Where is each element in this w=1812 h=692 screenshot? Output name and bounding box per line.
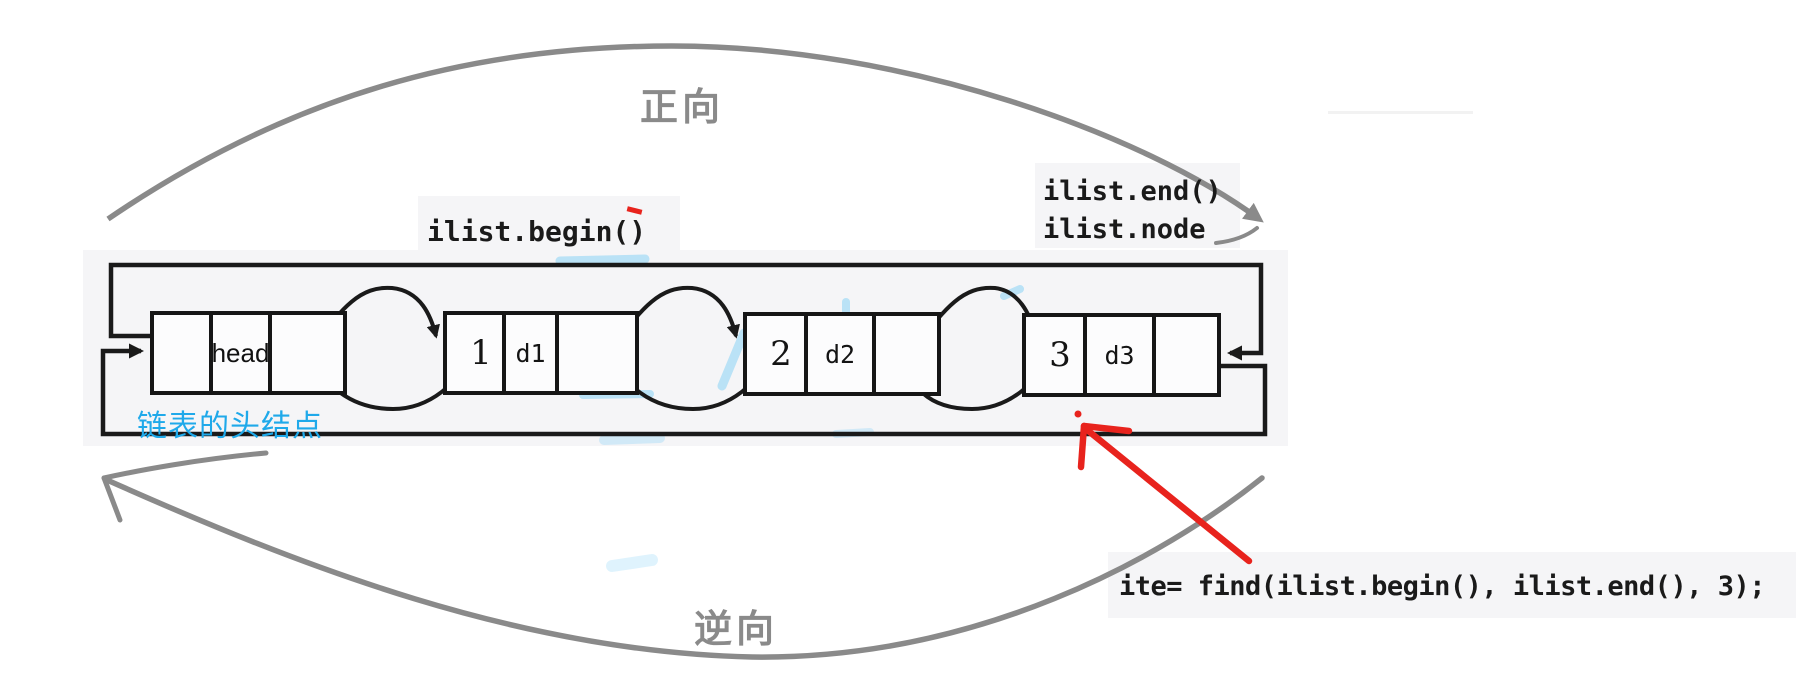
head-node: head: [150, 311, 347, 395]
node2-prev-cell: 2: [747, 316, 804, 392]
node2-number: 2: [770, 334, 792, 374]
head-next-cell: [272, 315, 343, 391]
node1-prev-cell: 1: [447, 315, 502, 391]
list-node-1: 1 d1: [443, 311, 639, 395]
red-dot: [1074, 410, 1082, 418]
begin-label-band: [418, 196, 680, 251]
list-node-3: 3 d3: [1022, 313, 1221, 397]
node3-data-label: d3: [1104, 340, 1135, 370]
ilist-node-label: ilist.node: [1043, 214, 1206, 245]
node3-data-cell: d3: [1083, 317, 1156, 393]
loop-bottom-pointer-path: [100, 343, 1268, 437]
ilist-end-label: ilist.end(): [1043, 176, 1222, 207]
node3-prev-cell: 3: [1026, 317, 1083, 393]
node2-data-label: d2: [824, 339, 856, 369]
head-label: head: [211, 337, 270, 368]
prev-pointer-arcs: [308, 326, 1082, 412]
find-code-label: ite= find(ilist.begin(), ilist.end(), 3)…: [1119, 571, 1765, 602]
red-pointer-arrow: [1077, 422, 1253, 565]
forward-arc-arrow: [106, 43, 1264, 245]
head-prev-cell: [154, 315, 209, 391]
node3-number: 3: [1049, 335, 1071, 375]
scan-artifact-line: [1328, 111, 1473, 114]
ilist-begin-label: ilist.begin(): [427, 215, 647, 248]
forward-direction-label: 正向: [640, 87, 725, 129]
node2-next-cell: [876, 316, 937, 392]
node2-data-cell: d2: [804, 316, 876, 392]
node3-next-cell: [1156, 317, 1217, 393]
head-node-note: 链表的头结点: [137, 410, 323, 443]
list-node-2: 2 d2: [743, 312, 941, 396]
loop-top-pointer-path: [108, 262, 1264, 361]
forward-arc-hook: [1214, 226, 1259, 245]
node1-data-label: d1: [515, 338, 546, 368]
end-node-label-band: [1035, 163, 1240, 248]
head-data-cell: head: [209, 315, 272, 391]
reverse-direction-label: 逆向: [694, 609, 779, 651]
node1-data-cell: d1: [502, 315, 559, 391]
node1-number: 1: [470, 333, 492, 373]
reverse-arc-arrow: [101, 450, 1265, 660]
code-label-band: [1108, 552, 1796, 618]
node1-next-cell: [559, 315, 635, 391]
